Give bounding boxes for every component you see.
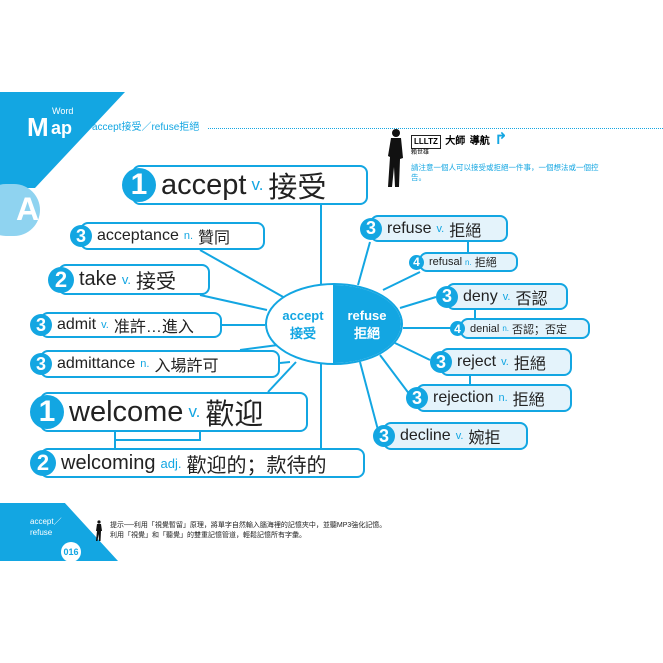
breadcrumb: accept接受／refuse拒絕	[92, 122, 200, 133]
node-decline: 3 decline v. 婉拒	[373, 422, 528, 450]
arrow-turn-icon: ↱	[494, 131, 508, 148]
node-word: decline	[400, 427, 451, 444]
center-ellipse: accept 接受 refuse 拒絕	[265, 283, 403, 365]
footer-label-2: refuse	[30, 528, 53, 537]
number-badge: 3	[436, 285, 458, 308]
node-pos: v.	[251, 175, 264, 194]
center-right-en: refuse	[347, 308, 387, 323]
node-word: admit	[57, 316, 97, 333]
logo-m: M	[27, 112, 49, 142]
number-badge: 3	[406, 387, 428, 409]
node-word: take	[79, 268, 117, 290]
walking-man-icon	[388, 129, 403, 187]
node-refuse: 3 refuse v. 拒絕	[360, 215, 508, 242]
guide-header: LLLTZ 大師 導航 ↱ 賴世雄	[411, 131, 508, 157]
number-badge: 3	[360, 217, 382, 240]
node-zh: 否認；否定	[512, 323, 568, 336]
number-badge: 3	[70, 225, 92, 247]
node-zh: 拒絕	[513, 356, 546, 373]
footer-label: accept／ refuse	[30, 516, 62, 538]
node-pos: n.	[465, 257, 472, 267]
footer-label-1: accept／	[30, 517, 62, 526]
node-zh: 歡迎	[205, 399, 264, 431]
node-word: reject	[457, 353, 497, 370]
node-pos: n.	[183, 230, 194, 242]
center-right-zh: 拒絕	[353, 326, 380, 341]
node-word: acceptance	[97, 227, 179, 244]
number-badge: 3	[30, 353, 52, 375]
node-word: denial	[470, 322, 500, 335]
center-left-en: accept	[282, 308, 324, 323]
number-badge: 2	[48, 266, 74, 293]
number-badge: 1	[122, 168, 156, 202]
guide-text: 請注意一個人可以接受或拒絕一件事，一個想法或一個控告。	[411, 163, 599, 182]
node-pos: v.	[502, 290, 511, 303]
center-right-half	[333, 285, 401, 363]
number-badge: 4	[450, 321, 465, 336]
logo-word: Word	[52, 106, 74, 116]
center-left-zh: 接受	[289, 326, 316, 341]
node-rejection: 3 rejection n. 拒絕	[406, 384, 572, 412]
node-word: welcome	[69, 395, 184, 428]
node-deny: 3 deny v. 否認	[436, 283, 568, 310]
node-zh: 贊同	[198, 230, 231, 247]
logo-map: ap	[51, 118, 73, 138]
node-word: accept	[161, 168, 247, 201]
section-letter: A	[16, 191, 40, 227]
guide-title-2: 導航	[469, 136, 490, 147]
page-number: 016	[61, 542, 81, 562]
section-tab[interactable]	[0, 184, 40, 236]
guide-brand-sub: 賴世雄	[411, 150, 430, 156]
number-badge: 1	[30, 395, 64, 429]
node-zh: 拒絕	[449, 222, 482, 240]
guide-brand: LLLTZ	[411, 135, 441, 149]
node-zh: 拒絕	[512, 392, 545, 409]
node-pos: v.	[121, 272, 131, 287]
node-zh: 准許…進入	[113, 319, 194, 336]
node-word: admittance	[57, 355, 136, 372]
node-word: refusal	[429, 256, 463, 268]
tip-line-2: 利用「視覺」和「聽覺」的雙重記憶管道，輕鬆記憶所有字彙。	[110, 532, 306, 539]
node-zh: 否認	[515, 290, 548, 308]
node-zh: 婉拒	[468, 430, 501, 447]
number-badge: 2	[30, 450, 56, 476]
node-zh: 接受	[268, 172, 327, 204]
node-pos: adj.	[160, 455, 182, 471]
node-pos: v.	[455, 430, 464, 442]
node-pos: v.	[101, 319, 109, 331]
number-badge: 3	[430, 351, 452, 373]
node-pos: n.	[140, 358, 150, 370]
node-zh: 拒絕	[474, 257, 497, 269]
node-acceptance: 3 acceptance n. 贊同	[70, 222, 265, 250]
node-word: deny	[463, 287, 498, 305]
node-pos: v.	[188, 402, 201, 421]
node-word: welcoming	[61, 451, 156, 474]
node-admittance: 3 admittance n. 入場許可	[30, 350, 280, 378]
node-pos: n.	[498, 392, 508, 404]
tip-line-1: 提示──利用「視覺暫留」原理，將單字自然輸入腦海裡的記憶夾中，並聽MP3強化記憶…	[110, 522, 387, 529]
node-zh: 接受	[135, 271, 176, 293]
walking-man-icon	[96, 520, 102, 541]
node-pos: v.	[436, 222, 445, 235]
node-zh: 歡迎的；款待的	[186, 454, 327, 477]
node-zh: 入場許可	[154, 358, 219, 375]
guide-title-1: 大師	[445, 136, 466, 147]
node-pos: n.	[502, 324, 510, 333]
node-reject: 3 reject v. 拒絕	[430, 348, 572, 376]
node-admit: 3 admit v. 准許…進入	[30, 312, 222, 338]
dotted-divider	[208, 128, 663, 129]
number-badge: 3	[30, 314, 52, 336]
node-pos: v.	[501, 356, 509, 368]
number-badge: 4	[409, 254, 424, 270]
node-word: refuse	[387, 219, 432, 237]
number-badge: 3	[373, 425, 395, 447]
tip-text: 提示──利用「視覺暫留」原理，將單字自然輸入腦海裡的記憶夾中，並聽MP3強化記憶…	[110, 521, 386, 541]
node-word: rejection	[433, 389, 494, 406]
